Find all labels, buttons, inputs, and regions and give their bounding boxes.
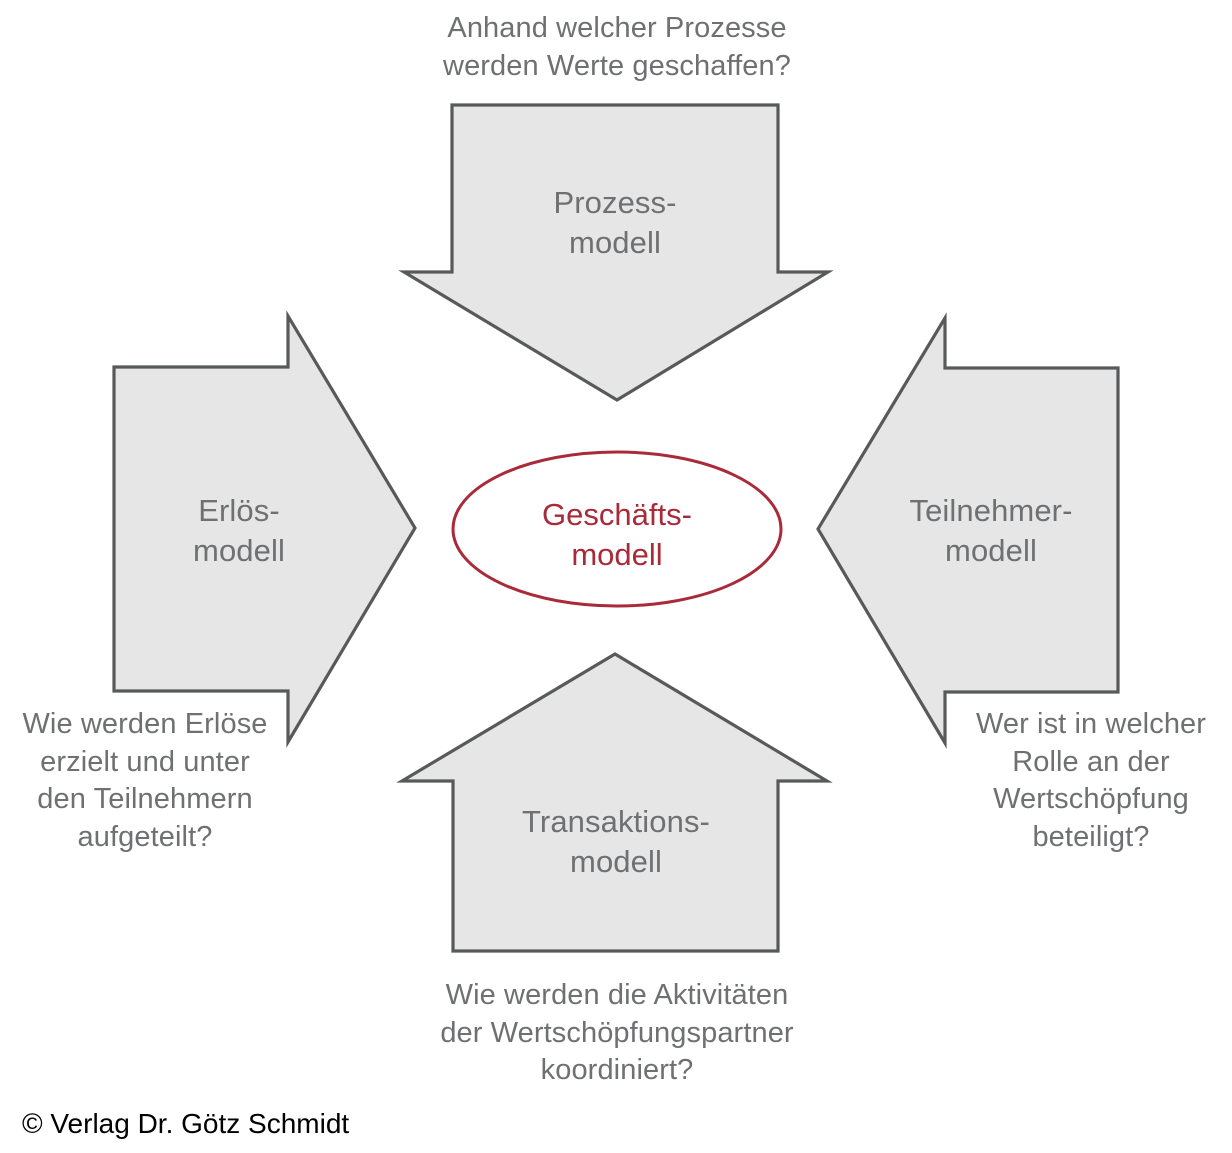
arrow-shape-prozessmodell[interactable]: [398, 103, 834, 402]
question-prozessmodell: Anhand welcher Prozesse werden Werte ges…: [443, 12, 791, 82]
arrow-shape-erloesmodell[interactable]: [112, 310, 417, 748]
question-erloesmodell: Wie werden Erlöse erzielt und unter den …: [22, 708, 268, 854]
center-ellipse[interactable]: [451, 450, 783, 608]
center-label-geschaeftsmodell: Geschäfts- modell: [542, 497, 692, 573]
arrow-label-erloesmodell: Erlös- modell: [193, 493, 285, 569]
arrow-shape-teilnehmermodell[interactable]: [816, 312, 1120, 749]
arrow-label-prozessmodell: Prozess- modell: [553, 185, 677, 261]
arrow-shape-transaktionsmodell[interactable]: [396, 652, 833, 953]
question-teilnehmermodell: Wer ist in welcher Rolle an der Wertschö…: [975, 708, 1207, 854]
arrow-label-teilnehmermodell: Teilnehmer- modell: [909, 493, 1073, 569]
question-transaktionsmodell: Wie werden die Aktivitäten der Wertschöp…: [440, 979, 794, 1087]
copyright-notice: © Verlag Dr. Götz Schmidt: [22, 1108, 350, 1139]
arrow-label-transaktionsmodell: Transaktions- modell: [522, 804, 710, 880]
